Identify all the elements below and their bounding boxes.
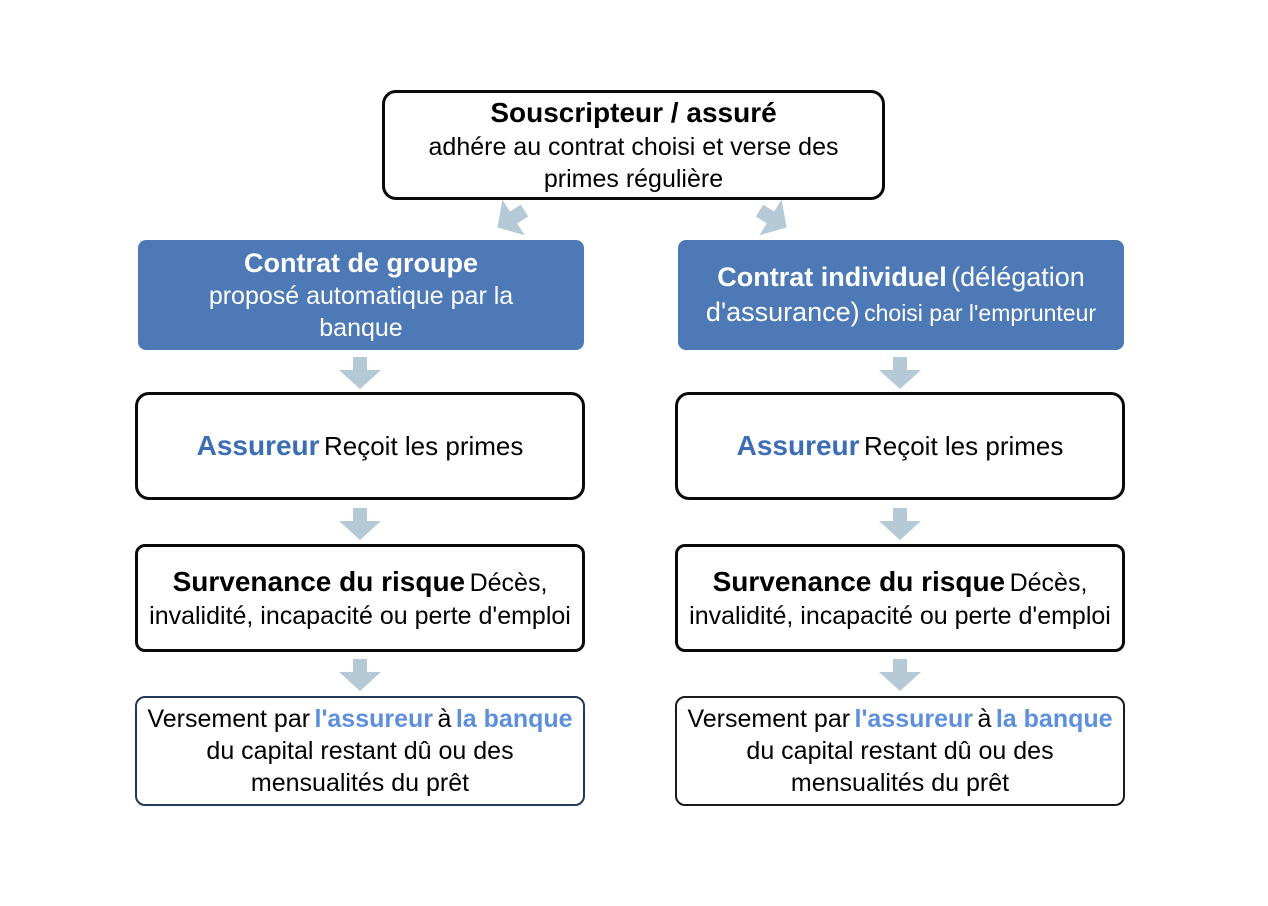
survenance-title: Survenance du risque xyxy=(172,566,466,598)
versement-text-2: à xyxy=(437,705,452,733)
versement-text-2: à xyxy=(977,705,992,733)
arrow-down-icon xyxy=(338,357,382,389)
survenance-box-right: Survenance du risque Décès, invalidité, … xyxy=(675,544,1125,652)
versement-text-1: Versement par xyxy=(687,705,851,733)
versement-highlight-banque: la banque xyxy=(455,705,573,733)
contrat-individuel-title: Contrat individuel xyxy=(717,262,947,293)
versement-highlight-assureur: l'assureur xyxy=(314,705,434,733)
contrat-individuel-subtitle: (délégation d'assurance) xyxy=(705,262,1085,327)
assureur-name: Assureur xyxy=(196,430,320,462)
survenance-box-left: Survenance du risque Décès, invalidité, … xyxy=(135,544,585,652)
arrow-down-icon xyxy=(338,659,382,691)
arrow-down-icon xyxy=(878,357,922,389)
assureur-body: Reçoit les primes xyxy=(323,431,524,462)
survenance-title: Survenance du risque xyxy=(712,566,1006,598)
arrow-down-right-icon xyxy=(748,192,798,246)
versement-highlight-banque: la banque xyxy=(995,705,1113,733)
contrat-groupe-body: proposé automatique par la banque xyxy=(208,282,514,343)
survenance-body: Décès, invalidité, incapacité ou perte d… xyxy=(689,569,1111,630)
arrow-down-icon xyxy=(878,508,922,540)
contrat-individuel-box: Contrat individuel (délégation d'assuran… xyxy=(678,240,1124,350)
souscripteur-box: Souscripteur / assuré adhére au contrat … xyxy=(382,90,885,200)
contrat-groupe-box: Contrat de groupe proposé automatique pa… xyxy=(138,240,584,350)
survenance-body: Décès, invalidité, incapacité ou perte d… xyxy=(149,569,571,630)
assureur-box-right: Assureur Reçoit les primes xyxy=(675,392,1125,500)
contrat-groupe-title: Contrat de groupe xyxy=(244,247,478,278)
contrat-individuel-tail: choisi par l'emprunteur xyxy=(864,300,1097,326)
souscripteur-body: adhére au contrat choisi et verse des pr… xyxy=(428,132,839,193)
assureur-name: Assureur xyxy=(736,430,860,462)
versement-box-left: Versement par l'assureur à la banque du … xyxy=(135,696,585,806)
versement-highlight-assureur: l'assureur xyxy=(854,705,974,733)
arrow-down-icon xyxy=(878,659,922,691)
souscripteur-title: Souscripteur / assuré xyxy=(490,97,777,129)
assureur-body: Reçoit les primes xyxy=(863,431,1064,462)
arrow-down-icon xyxy=(338,508,382,540)
arrow-down-left-icon xyxy=(486,192,536,246)
assureur-box-left: Assureur Reçoit les primes xyxy=(135,392,585,500)
versement-box-right: Versement par l'assureur à la banque du … xyxy=(675,696,1125,806)
versement-text-3: du capital restant dû ou des mensualités… xyxy=(746,737,1054,797)
versement-text-1: Versement par xyxy=(147,705,311,733)
versement-text-3: du capital restant dû ou des mensualités… xyxy=(206,737,514,797)
